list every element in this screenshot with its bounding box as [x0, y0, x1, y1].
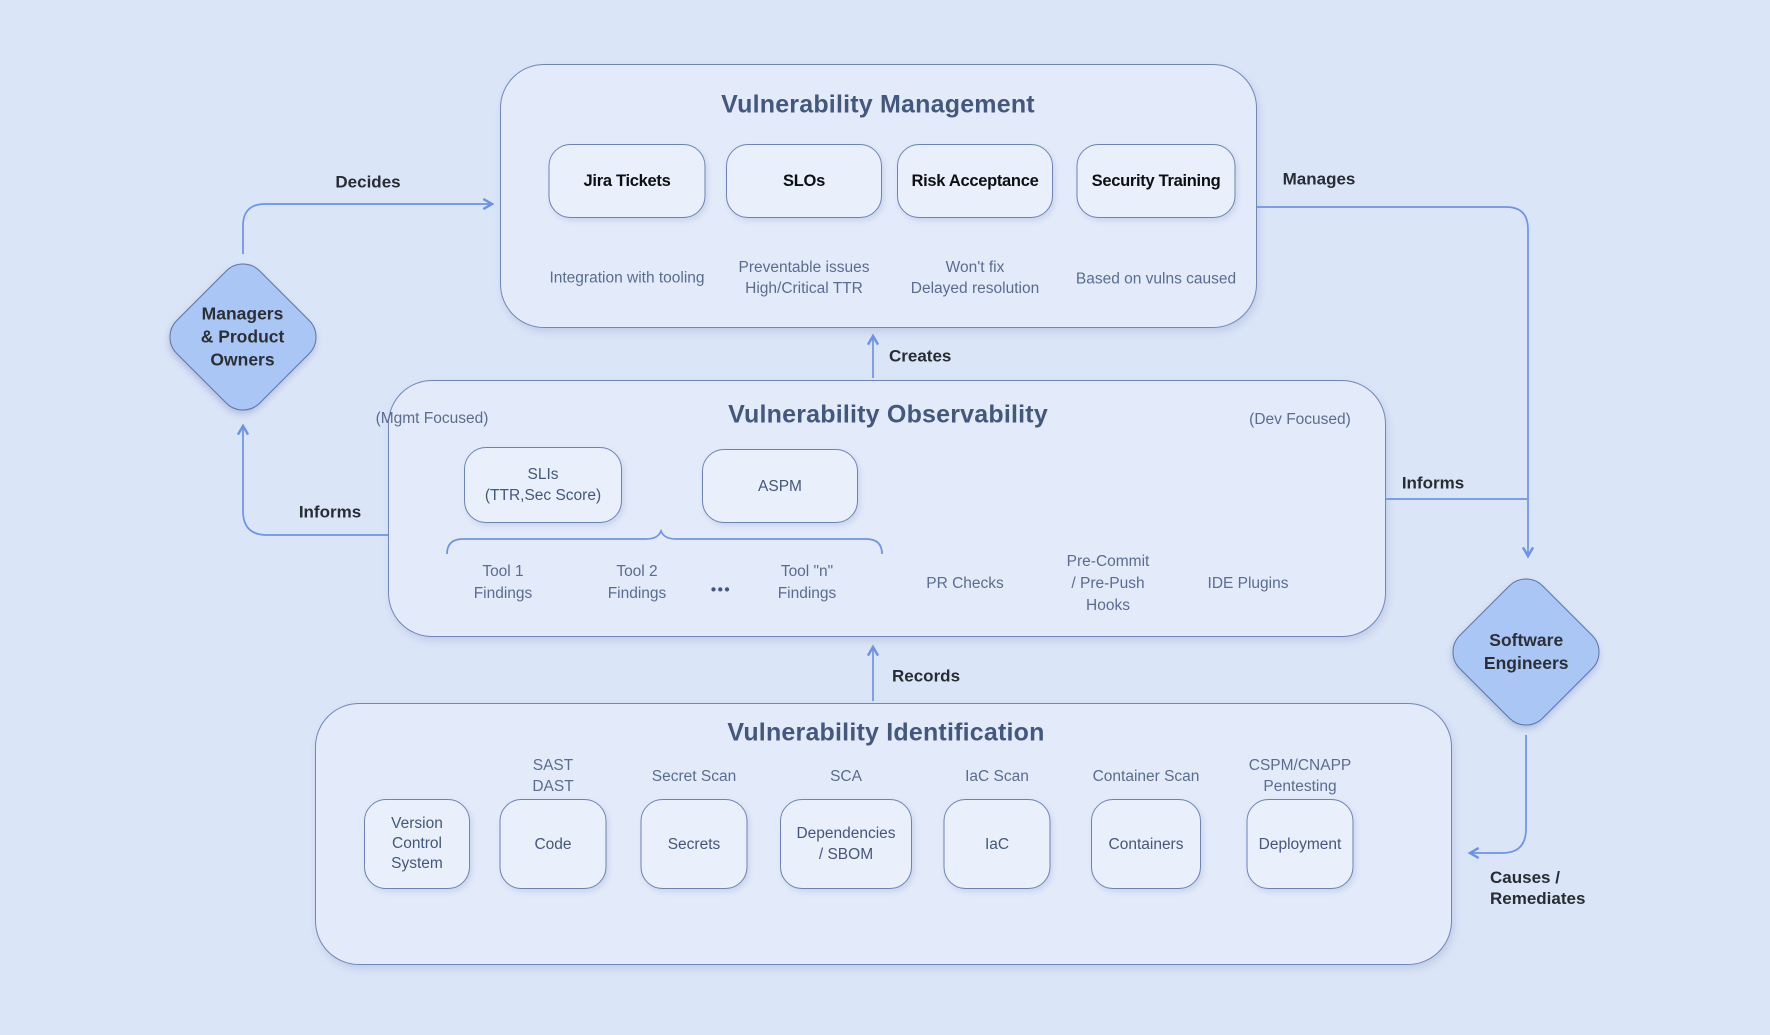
ide-plugins-label: IDE Plugins: [1207, 575, 1289, 592]
vulnerability-management-title: Vulnerability Management: [721, 90, 1035, 119]
vulnerability-observability-title: Vulnerability Observability: [728, 400, 1048, 429]
secret-scan-label: Secret Scan: [651, 768, 737, 785]
managers-product-owners-diamond: Managers & Product Owners: [159, 253, 327, 421]
sast-dast-label: SAST DAST: [532, 757, 574, 795]
jira-tickets-caption: Integration with tooling: [549, 269, 705, 287]
deployment-node: Deployment: [1246, 799, 1354, 889]
containers-node: Containers: [1091, 799, 1201, 889]
code-node: Code: [499, 799, 607, 889]
dev-focused-tag: (Dev Focused): [1249, 411, 1351, 428]
software-engineers-diamond: Software Engineers: [1442, 568, 1610, 736]
risk-acceptance-caption: Won't fix Delayed resolution: [910, 259, 1040, 297]
manages-label: Manages: [1282, 169, 1356, 189]
causes-remediates-edge: [1467, 735, 1527, 860]
tool-n-findings-label: Tool "n" Findings: [777, 563, 837, 602]
cspm-cnapp-pentesting-label: CSPM/CNAPP Pentesting: [1248, 757, 1352, 795]
software-engineers-label: Software Engineers: [1483, 630, 1569, 673]
risk-acceptance-node: Risk Acceptance: [897, 144, 1053, 218]
decides-edge: [242, 197, 495, 254]
container-scan-label: Container Scan: [1092, 768, 1200, 785]
creates-label: Creates: [889, 346, 952, 366]
pr-checks-label: PR Checks: [926, 575, 1004, 592]
causes-remediates-label: Causes / Remediates: [1490, 868, 1586, 908]
records-label: Records: [892, 666, 961, 686]
jira-tickets-node: Jira Tickets: [548, 144, 706, 218]
informs-right-label: Informs: [1401, 473, 1465, 493]
tool-2-findings-label: Tool 2 Findings: [607, 563, 667, 602]
managers-product-owners-label: Managers & Product Owners: [201, 303, 285, 370]
iac-scan-label: IaC Scan: [965, 768, 1029, 785]
dependencies-sbom-node: Dependencies / SBOM: [780, 799, 912, 889]
security-training-caption: Based on vulns caused: [1075, 270, 1237, 288]
slos-caption: Preventable issues High/Critical TTR: [738, 259, 870, 297]
pre-commit-hooks-label: Pre-Commit / Pre-Push Hooks: [1066, 553, 1150, 614]
version-control-system-node: Version Control System: [364, 799, 470, 889]
tool-1-findings-label: Tool 1 Findings: [473, 563, 533, 602]
iac-node: IaC: [943, 799, 1051, 889]
informs-left-label: Informs: [298, 502, 362, 522]
sca-label: SCA: [830, 768, 862, 785]
slos-node: SLOs: [726, 144, 882, 218]
vulnerability-identification-title: Vulnerability Identification: [727, 718, 1045, 747]
security-training-node: Security Training: [1076, 144, 1236, 218]
slis-node: SLIs (TTR,Sec Score): [464, 447, 622, 523]
ellipsis-dots: •••: [710, 581, 732, 599]
decides-label: Decides: [335, 172, 401, 192]
mgmt-focused-tag: (Mgmt Focused): [375, 410, 489, 427]
secrets-node: Secrets: [640, 799, 748, 889]
aspm-node: ASPM: [702, 449, 858, 523]
